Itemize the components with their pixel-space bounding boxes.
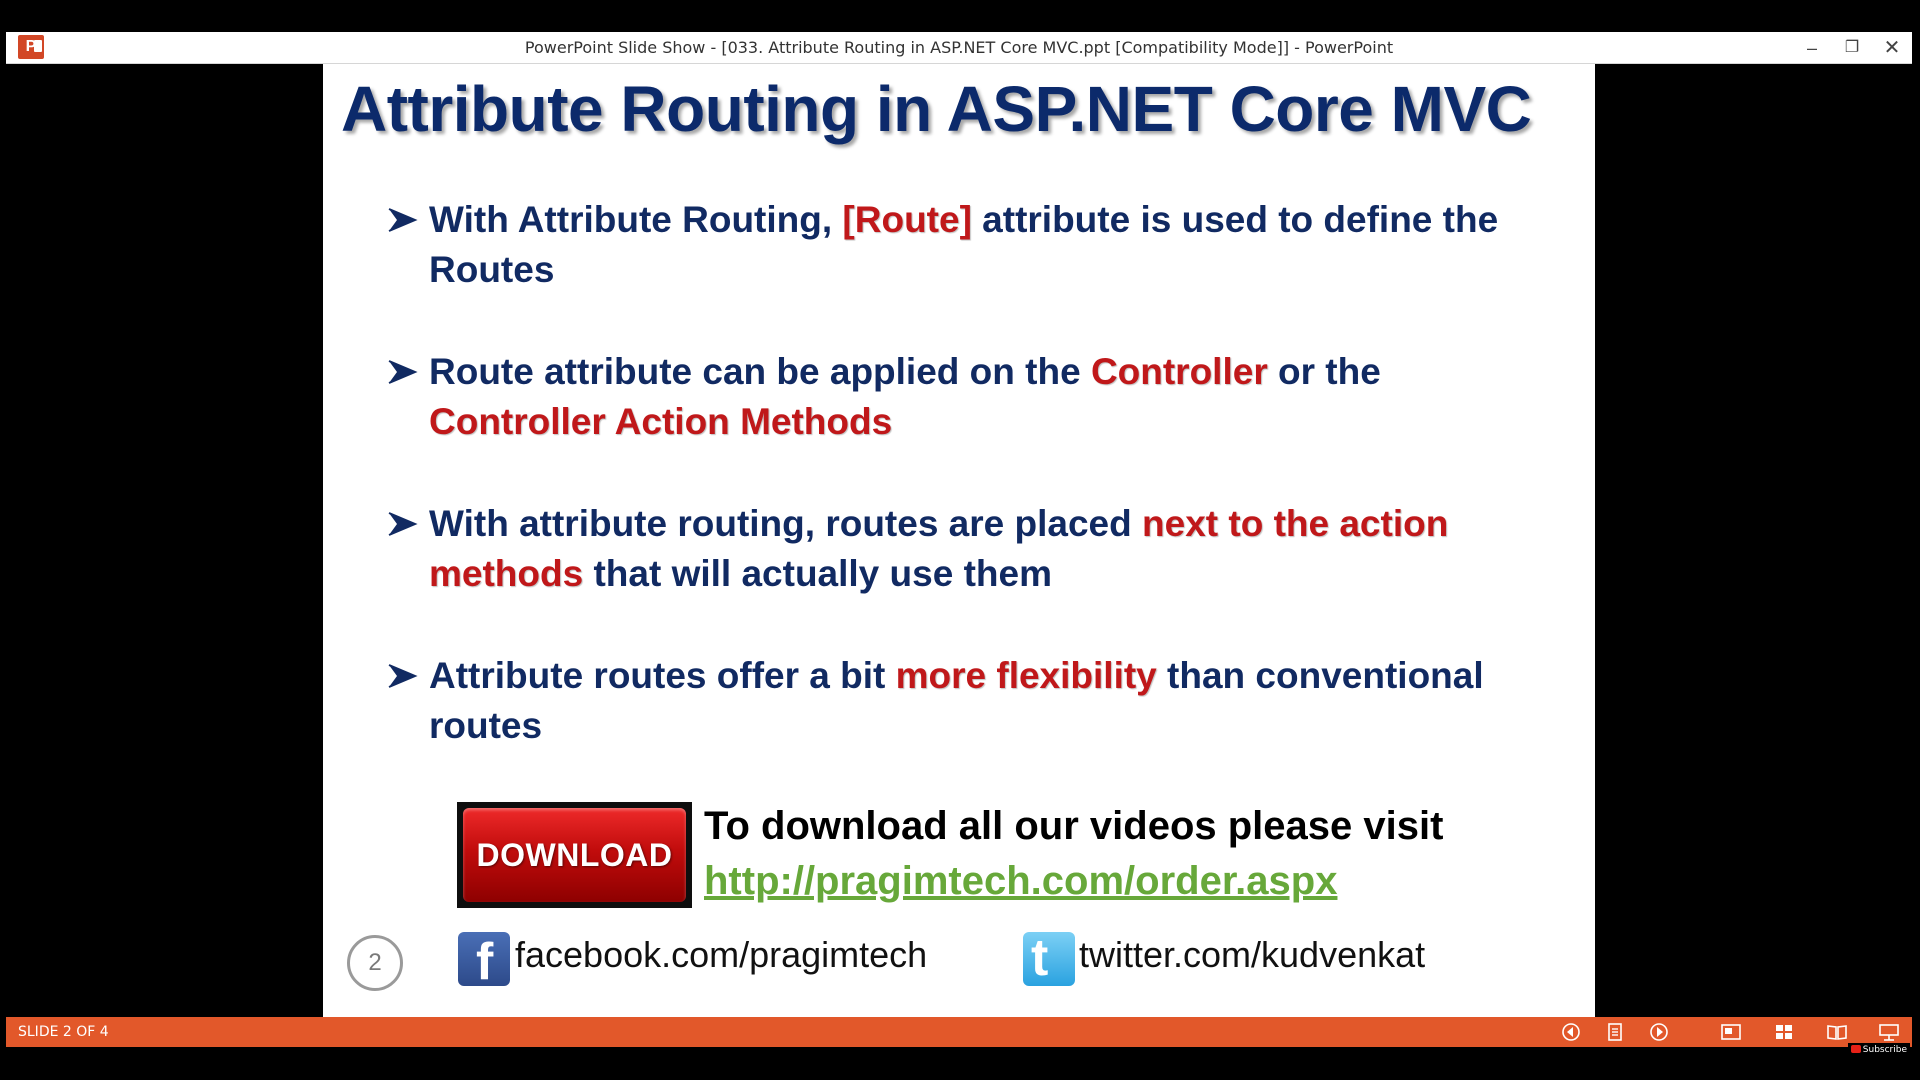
bullet-text: Attribute routes offer a bit <box>429 655 896 696</box>
subscribe-label: Subscribe <box>1862 1045 1907 1055</box>
arrow-bullet-icon <box>388 512 418 536</box>
notes-icon[interactable] <box>1604 1022 1626 1042</box>
download-button[interactable]: DOWNLOAD <box>457 802 692 908</box>
bullet-text: With Attribute Routing, <box>429 199 843 240</box>
facebook-icon: f <box>458 932 510 990</box>
close-button[interactable]: ✕ <box>1883 37 1901 59</box>
previous-slide-icon[interactable] <box>1560 1022 1582 1042</box>
bullet-2: Route attribute can be applied on the Co… <box>385 347 1565 447</box>
slide-counter: SLIDE 2 OF 4 <box>18 1024 109 1040</box>
bullet-3: With attribute routing, routes are place… <box>385 499 1565 599</box>
bullet-4: Attribute routes offer a bit more flexib… <box>385 651 1565 751</box>
bullet-1: With Attribute Routing, [Route] attribut… <box>385 195 1565 295</box>
bullet-text: that will actually use them <box>583 553 1052 594</box>
normal-view-icon[interactable] <box>1720 1022 1742 1042</box>
powerpoint-icon: P <box>18 35 44 59</box>
restore-button[interactable]: ❐ <box>1844 39 1860 56</box>
reading-view-icon[interactable] <box>1826 1022 1848 1042</box>
download-link[interactable]: http://pragimtech.com/order.aspx <box>704 859 1338 903</box>
download-text: To download all our videos please visit <box>704 804 1444 848</box>
youtube-icon <box>1850 1045 1861 1053</box>
slide-sorter-icon[interactable] <box>1773 1022 1795 1042</box>
arrow-bullet-icon <box>388 664 418 688</box>
arrow-bullet-icon <box>388 360 418 384</box>
bullet-text: With attribute routing, routes are place… <box>429 503 1143 544</box>
twitter-icon: t <box>1023 930 1075 986</box>
bullet-text: attribute is used to define the Routes <box>429 199 1499 290</box>
bullet-highlight: Controller Action Methods <box>429 401 893 442</box>
bullet-text: than conventional routes <box>429 655 1484 746</box>
arrow-bullet-icon <box>388 208 418 232</box>
slide-show-icon[interactable] <box>1878 1022 1900 1042</box>
minimize-button[interactable]: – <box>1806 38 1817 58</box>
bullet-highlight: more flexibility <box>895 655 1157 696</box>
bullet-text: Route attribute can be applied on the <box>429 351 1091 392</box>
next-slide-icon[interactable] <box>1648 1022 1670 1042</box>
window-title: PowerPoint Slide Show - [033. Attribute … <box>524 38 1394 57</box>
bullet-highlight: Controller <box>1090 351 1268 392</box>
bullet-highlight: next to the action methods <box>429 503 1449 594</box>
facebook-link[interactable]: facebook.com/pragimtech <box>515 934 928 975</box>
download-button-label: DOWNLOAD <box>463 808 686 902</box>
bullet-text: or the <box>1267 351 1381 392</box>
slide: Attribute Routing in ASP.NET Core MVC Wi… <box>323 64 1595 1017</box>
slide-number: 2 <box>347 935 403 991</box>
twitter-link[interactable]: twitter.com/kudvenkat <box>1079 934 1426 975</box>
bullet-highlight: [Route] <box>842 199 972 240</box>
window-title-bar: P PowerPoint Slide Show - [033. Attribut… <box>6 32 1912 64</box>
slide-title: Attribute Routing in ASP.NET Core MVC <box>341 73 1532 145</box>
subscribe-badge[interactable]: Subscribe <box>1847 1043 1910 1057</box>
status-bar: SLIDE 2 OF 4 Subscribe <box>6 1017 1912 1057</box>
